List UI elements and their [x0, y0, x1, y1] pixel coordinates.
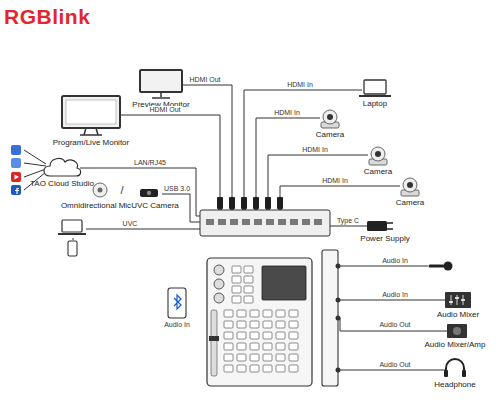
- signal-label: HDMI In: [273, 109, 301, 117]
- signal-label: USB 3.0: [163, 185, 191, 193]
- signal-label: HDMI In: [321, 177, 349, 185]
- brand-logo: RGBlink: [3, 5, 91, 28]
- signal-label: UVC: [122, 220, 139, 228]
- device-name: UVC Camera: [131, 202, 179, 211]
- signal-label: Audio Out: [378, 361, 411, 369]
- device-name: Audio Mixer/Amp: [425, 341, 486, 350]
- device-name: Program/Live Monitor: [53, 139, 129, 148]
- power-label: Power Supply: [360, 235, 409, 244]
- signal-label: Audio In: [381, 291, 409, 299]
- mixer-label: Audio Mixer: [437, 311, 479, 320]
- separator-mark: /: [119, 184, 124, 196]
- device-name: Power Supply: [360, 235, 409, 244]
- amp-label: Audio Mixer/Amp: [425, 341, 486, 350]
- device-name: Camera: [396, 199, 424, 208]
- signal-label: HDMI Out: [148, 106, 181, 114]
- laptop-label: Laptop: [363, 100, 387, 109]
- signal-label: HDMI Out: [188, 76, 221, 84]
- camera-label: Camera: [316, 131, 344, 140]
- signal-label: LAN/RJ45: [133, 159, 167, 167]
- camera-label: Camera: [364, 168, 392, 177]
- signal-label: HDMI In: [301, 146, 329, 154]
- device-name: TAO Cloud Studio: [30, 180, 94, 189]
- monitor-label: Program/Live Monitor: [53, 139, 129, 148]
- device-name: Camera: [316, 131, 344, 140]
- device-name: Camera: [364, 168, 392, 177]
- cloud-label: TAO Cloud Studio: [30, 180, 94, 189]
- camera-label: Camera: [396, 199, 424, 208]
- signal-label: Audio In: [381, 257, 409, 265]
- signal-label: Audio Out: [378, 321, 411, 329]
- mic-label: Omnidirectional Mic: [61, 202, 131, 211]
- device-name: Omnidirectional Mic: [61, 202, 131, 211]
- signal-label: Type C: [336, 217, 360, 225]
- headphone-label: Headphone: [434, 381, 475, 390]
- device-name: Headphone: [434, 381, 475, 390]
- camera-label: UVC Camera: [131, 202, 179, 211]
- signal-label: Audio In: [163, 321, 191, 329]
- device-name: Audio Mixer: [437, 311, 479, 320]
- signal-label: HDMI In: [286, 81, 314, 89]
- device-name: Laptop: [363, 100, 387, 109]
